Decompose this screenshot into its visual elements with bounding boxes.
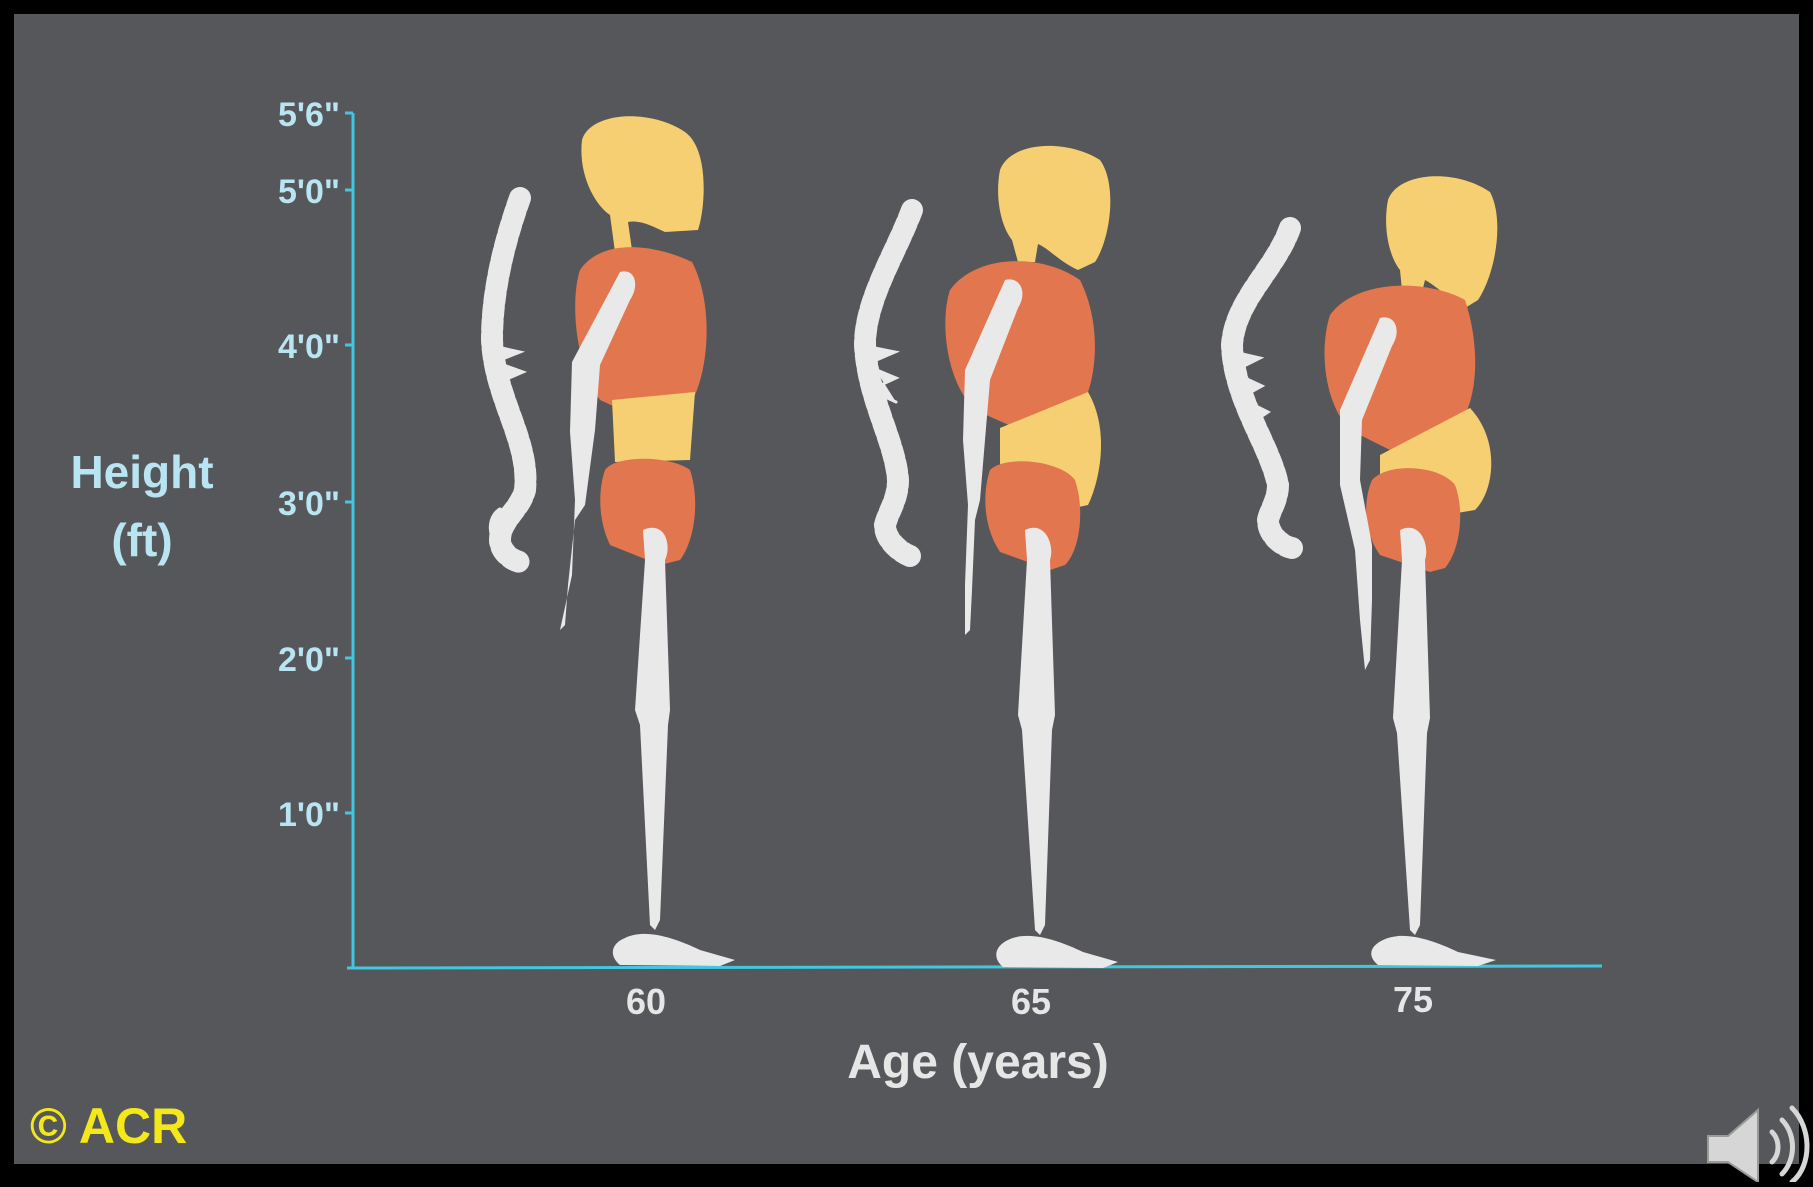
spine-age-60 — [488, 198, 525, 562]
body-age-65 — [945, 146, 1118, 968]
head — [581, 116, 703, 252]
body-age-75 — [1325, 176, 1498, 966]
leg-bones — [1018, 528, 1055, 935]
y-axis-title-unit: (ft) — [111, 514, 172, 566]
x-tick-label: 60 — [626, 981, 666, 1022]
foot — [996, 936, 1118, 968]
spine-age-65 — [860, 210, 912, 556]
audio-button[interactable] — [1700, 1096, 1813, 1182]
x-axis-line — [347, 966, 1602, 968]
y-axis-title: Height — [70, 446, 213, 498]
figure-age-65 — [860, 146, 1118, 968]
figure-age-75 — [1225, 176, 1497, 966]
y-tick-label: 1'0" — [278, 796, 340, 834]
spine-age-75 — [1225, 228, 1292, 548]
x-tick-label: 65 — [1011, 981, 1051, 1022]
speaker-icon — [1700, 1096, 1813, 1182]
copyright-label: © ACR — [30, 1098, 187, 1154]
head — [998, 146, 1110, 270]
x-tick-label: 75 — [1393, 979, 1433, 1020]
x-axis-title: Age (years) — [847, 1036, 1108, 1089]
y-tick-label: 2'0" — [278, 641, 340, 679]
y-tick-label: 5'6" — [278, 96, 340, 134]
y-tick-label: 5'0" — [278, 173, 340, 211]
leg-bones — [635, 528, 670, 930]
leg-bones — [1393, 528, 1430, 935]
abdomen — [612, 392, 695, 462]
foot — [1371, 936, 1496, 966]
figure-age-60 — [488, 116, 735, 966]
foot — [613, 934, 735, 966]
y-tick-label: 3'0" — [278, 485, 340, 523]
y-tick-label: 4'0" — [278, 328, 340, 366]
body-age-60 — [560, 116, 735, 966]
